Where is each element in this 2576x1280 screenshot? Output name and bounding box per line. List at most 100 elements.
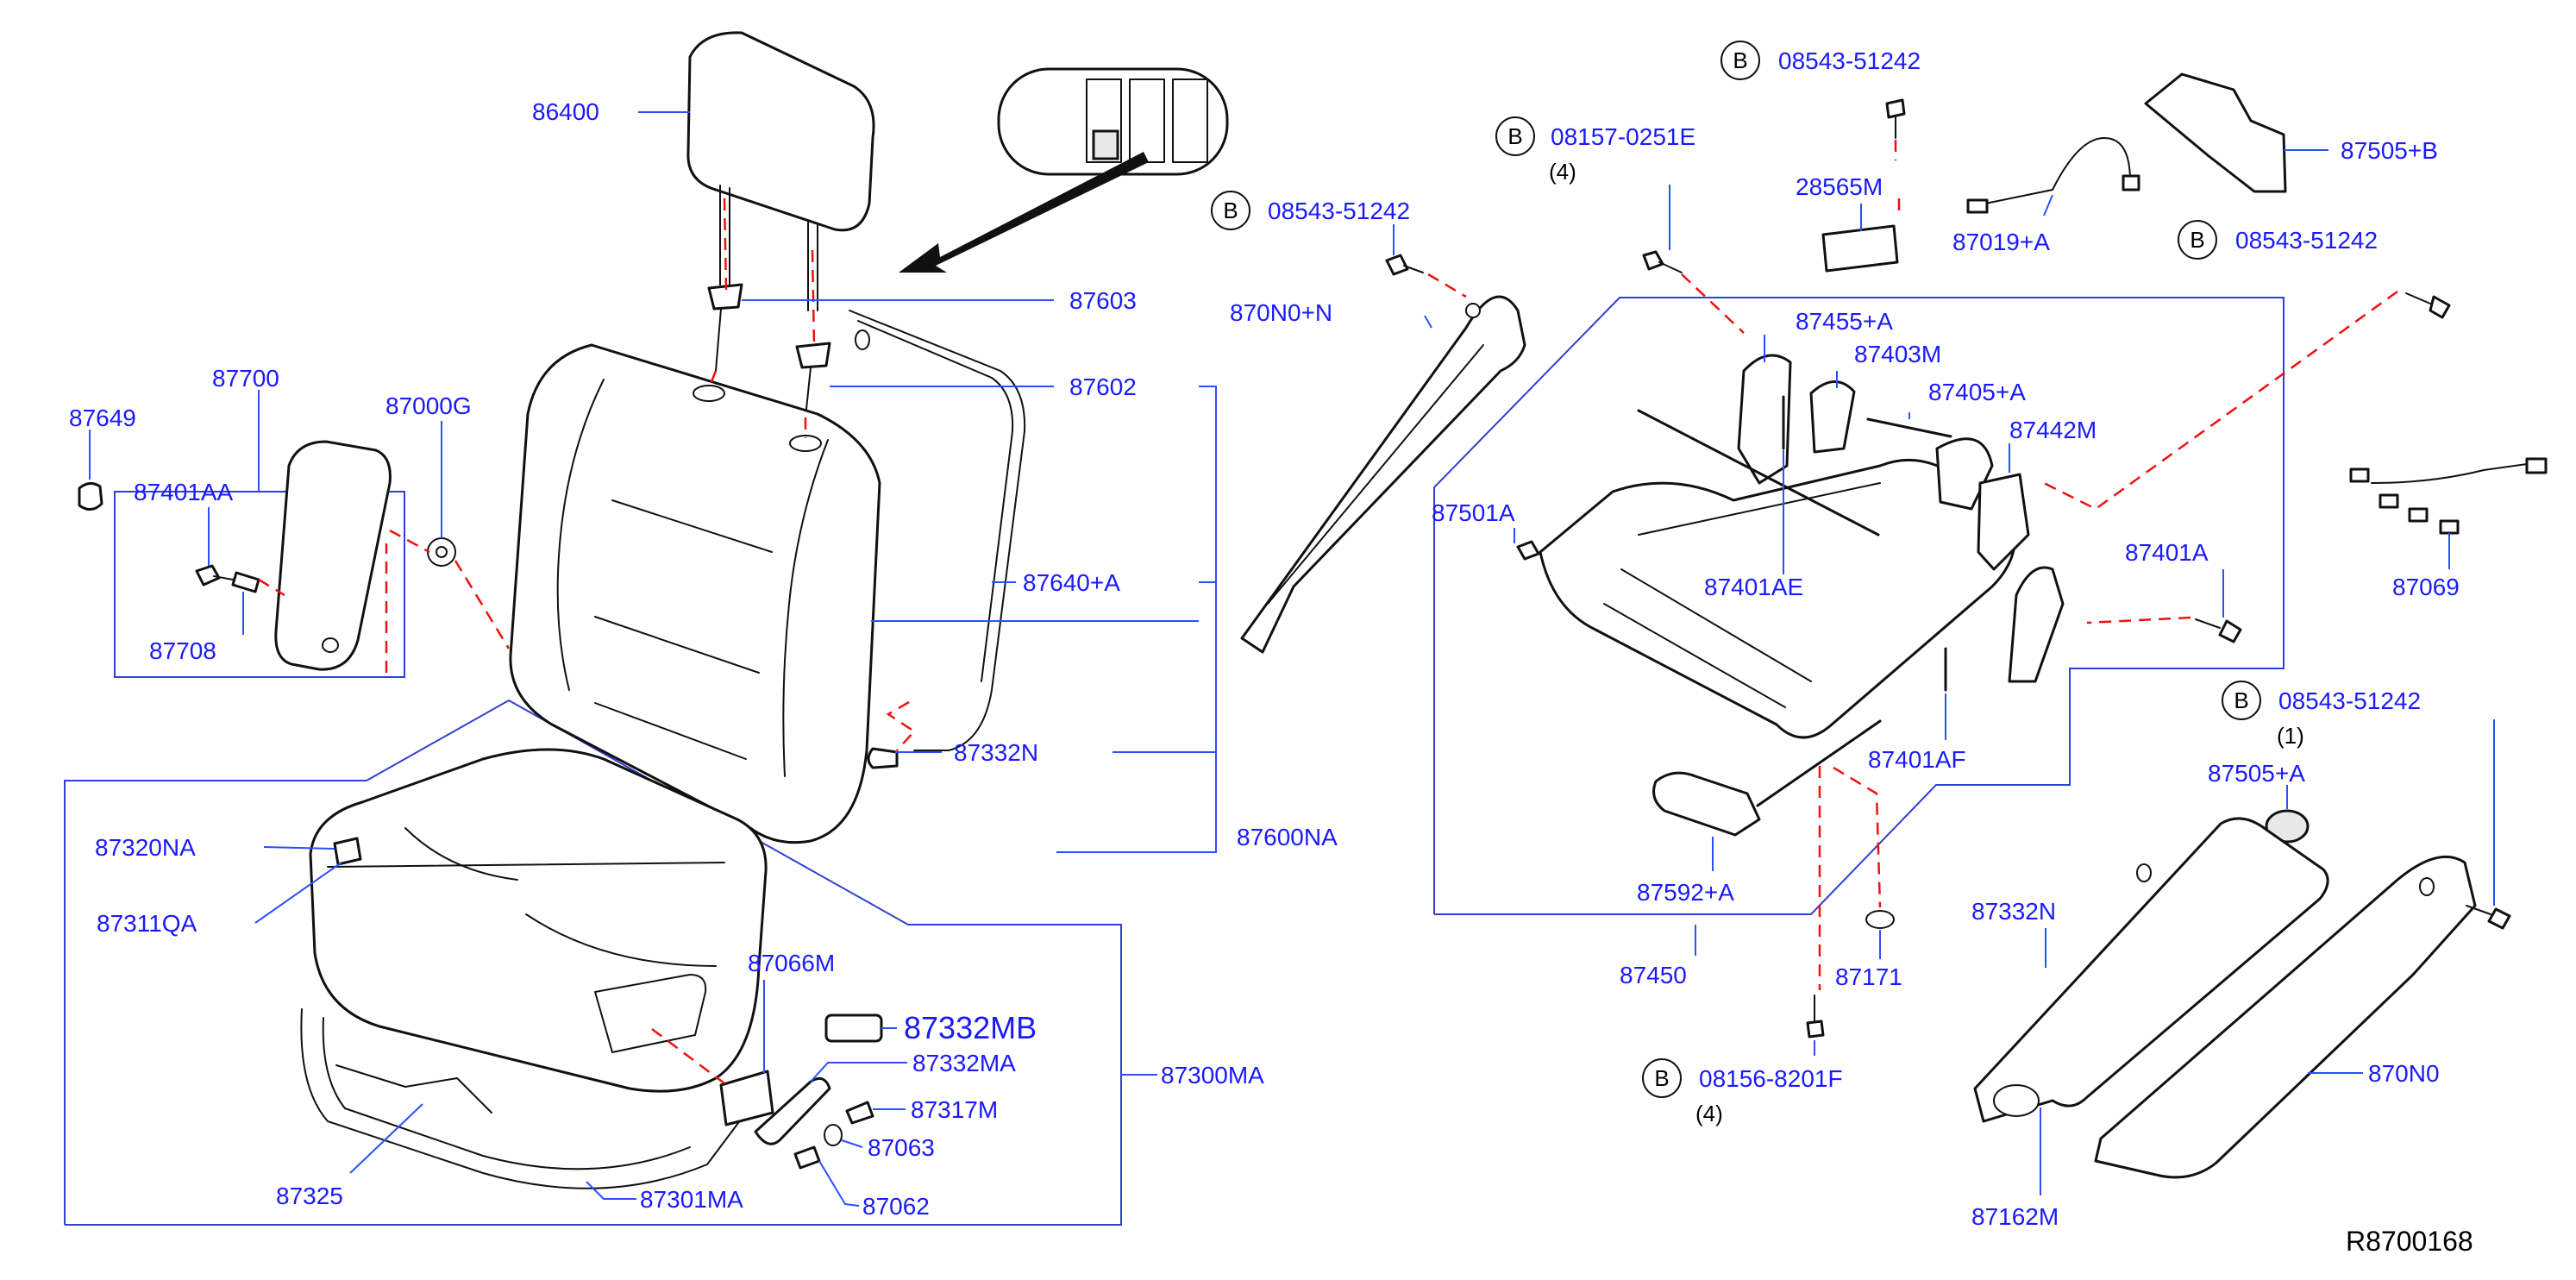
lead-87325 (349, 1103, 423, 1174)
seat-cushion-seam2 (404, 827, 518, 881)
label-870n0n: 870N0+N (1230, 299, 1332, 326)
group-assembly-lines (258, 140, 2398, 1084)
label-87069: 87069 (2392, 574, 2460, 600)
dash-headrest-right (811, 249, 816, 346)
bolt-08157 (1642, 250, 1664, 271)
cross-rod (1637, 409, 1880, 536)
seatback-guide-hole2 (789, 435, 822, 452)
bolt-symbol-08543-low (2222, 681, 2261, 720)
dash-87401a (2086, 616, 2191, 624)
label-87455a: 87455+A (1796, 308, 1893, 335)
dash-87450-rod (1833, 766, 1882, 908)
dash-headrest-left (723, 198, 728, 291)
recliner-870n0n (1240, 295, 1526, 654)
label-87505a: 87505+A (2208, 760, 2305, 787)
label-87066m: 87066M (748, 950, 835, 976)
bolt-08543-top-shaft (1403, 265, 1424, 273)
armrest-bolt-hole (322, 637, 339, 653)
label-87401ae: 87401AE (1704, 574, 1803, 600)
bolt-87401aa-shaft (213, 575, 234, 580)
clip-87317m (845, 1101, 874, 1125)
label-87708: 87708 (149, 637, 216, 664)
seatback-bar3 (594, 702, 747, 760)
seatback-board-87640a (849, 310, 1026, 751)
label-08543-right: 08543-51242 (2235, 227, 2378, 254)
motor-87401a (2008, 566, 2065, 683)
bolt-87401aa (195, 564, 221, 587)
collar-87708 (231, 571, 260, 593)
dash-armrest3 (454, 560, 511, 649)
harness-87019a-plug1 (1966, 198, 1989, 214)
label-87700: 87700 (212, 365, 279, 392)
qty-08157: (4) (1549, 159, 1576, 185)
seatback-bar1 (611, 499, 773, 553)
label-87640a: 87640+A (1023, 569, 1120, 596)
label-87401aa: 87401AA (134, 479, 234, 505)
label-87401af: 87401AF (1868, 746, 1966, 773)
label-87403m: 87403M (1854, 341, 1941, 367)
screw-87401a (2218, 619, 2242, 643)
rod-87403m (1866, 417, 1952, 438)
qty-08156: (4) (1695, 1101, 1723, 1126)
cover-870n0-hole (2419, 877, 2435, 896)
label-87332ma: 87332MA (912, 1050, 1016, 1076)
bolt-08156 (1806, 1020, 1825, 1038)
dash-08157 (1681, 273, 1745, 334)
page-code: R8700168 (2346, 1226, 2473, 1257)
seat-side-cover (594, 974, 707, 1053)
dash-08543-top (1427, 273, 1467, 298)
label-87000g: 87000G (385, 392, 472, 419)
label-87602: 87602 (1069, 373, 1137, 400)
cover-87505b (2144, 72, 2287, 193)
module-28565m (1821, 224, 1899, 273)
label-87301ma: 87301MA (640, 1186, 743, 1213)
label-87405a: 87405+A (1928, 379, 2026, 405)
label-870n0: 870N0 (2368, 1060, 2440, 1087)
label-08156: 08156-8201F (1699, 1065, 1843, 1092)
bolt-symbol-08543-mid (1720, 41, 1760, 80)
cover-87162m-hole (2136, 863, 2152, 882)
bracket-87403m (1809, 380, 1856, 454)
bolt-symbol-08543-right (2178, 220, 2217, 260)
cap-87505a (2265, 809, 2310, 844)
clip-87320na (333, 837, 362, 866)
headrest (686, 31, 875, 232)
label-87311qa: 87311QA (97, 910, 197, 937)
label-28565m: 28565M (1796, 173, 1883, 200)
group-bolt-symbols: B B B B B B (1211, 41, 2261, 1098)
harness-87019a-plug2 (2122, 174, 2140, 191)
screw-08543-low (2487, 907, 2511, 930)
location-icon-seat (1092, 129, 1119, 160)
bolt-symbol-08543-right-letter: B (2190, 227, 2204, 253)
seat-frame-rail1 (1603, 603, 1786, 708)
location-icon-cell1 (1086, 78, 1122, 163)
group-labels: 86400 87603 87602 870N0+N 87649 87700 87… (69, 47, 2473, 1257)
label-87442m: 87442M (2009, 417, 2097, 443)
dash-87066m (651, 1028, 725, 1084)
seat-frame-rail2 (1620, 568, 1812, 682)
label-87332mb: 87332MB (904, 1010, 1037, 1045)
badge-87332mb (824, 1013, 883, 1043)
group-parts-right (1240, 72, 2548, 1179)
lead-87063 (841, 1139, 863, 1148)
cap-87649 (78, 482, 103, 511)
cover-87162m (1973, 817, 2329, 1123)
label-87320na: 87320NA (95, 834, 196, 861)
label-87062: 87062 (862, 1193, 930, 1220)
bolt-08157-shaft (1658, 261, 1683, 273)
label-87401a: 87401A (2125, 539, 2209, 566)
bolt-87501a (1516, 540, 1540, 561)
group-leader-lines (89, 111, 2495, 1207)
knob-87332ma (754, 1076, 831, 1145)
motor-87592a-shaft (1756, 719, 1882, 807)
label-87063: 87063 (868, 1134, 935, 1161)
lead-87332ma (810, 1062, 907, 1082)
seat-cushion (309, 748, 768, 1093)
clip-87332n (867, 747, 899, 769)
headrest-guide-87603 (707, 283, 743, 311)
dash-armrest2 (389, 529, 430, 554)
label-08543-top: 08543-51242 (1268, 198, 1410, 224)
lead-87320na (263, 846, 335, 850)
seatback-cushion (509, 343, 881, 844)
harness-87019a (1984, 137, 2131, 204)
